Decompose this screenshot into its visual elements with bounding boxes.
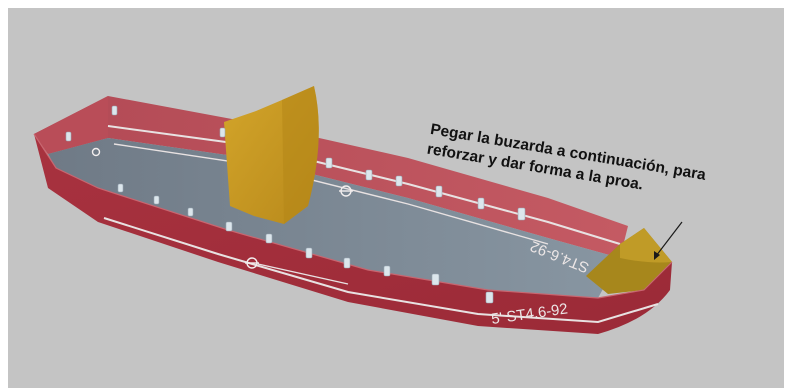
deck: [48, 138, 620, 298]
annotation-arrow: [654, 221, 683, 260]
outer-sheer-line: [33, 133, 673, 299]
outer-stripe-2: [257, 263, 349, 285]
deck-edge-stripe: [113, 143, 549, 245]
load-line-mark-inner: [339, 185, 353, 197]
load-line-mark-outer: [245, 257, 259, 269]
inner-sheer-stripe: [107, 125, 621, 245]
porthole-round: [91, 147, 101, 157]
hull-stern-transom: [34, 96, 108, 154]
outer-stripe: [103, 217, 659, 324]
hull-outer-starboard-side: [34, 134, 672, 334]
bow-breasthook-top: [620, 228, 672, 263]
portholes-inner: [65, 105, 526, 221]
bulkhead-shadow: [282, 86, 319, 224]
portholes-outer: [117, 183, 494, 304]
3d-viewport[interactable]: 5' ST4.6-92 ST4.6-92 Pegar la buzarda a …: [8, 8, 784, 388]
ship-hull-model: 5' ST4.6-92 ST4.6-92: [33, 86, 683, 334]
